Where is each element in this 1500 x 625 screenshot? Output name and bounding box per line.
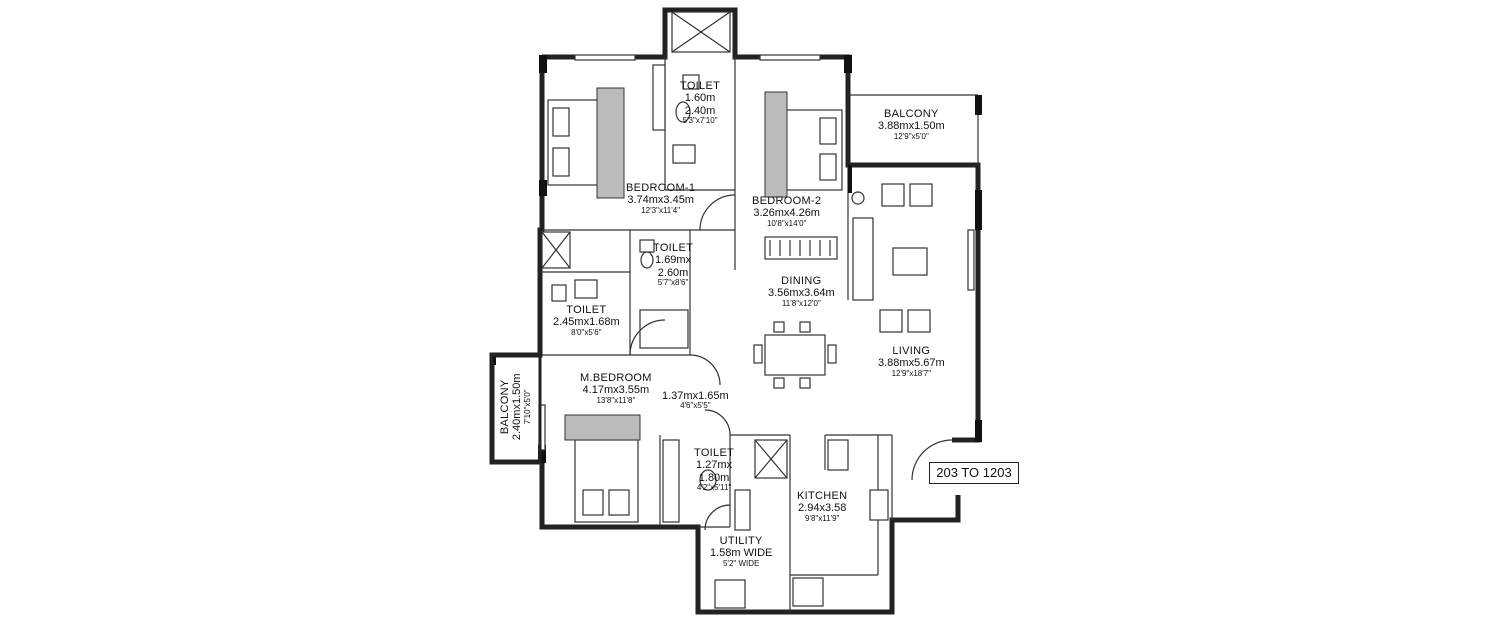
toilet-bottom-label: TOILET 1.27mx 1.80m 4'2"x5'11"	[694, 447, 734, 493]
toilet-mid-label: TOILET 1.69mx 2.60m 5'7"x8'6"	[653, 242, 693, 288]
passage-size: 1.37mx1.65m	[662, 390, 729, 402]
toilet-left-label: TOILET 2.45mx1.68m 8'0"x5'6"	[553, 304, 620, 338]
bedroom1-feet: 12'3"x11'4"	[641, 205, 681, 215]
utility-size: 1.58m WIDE	[710, 547, 773, 560]
balcony-left-feet: 7'10"x5'0"	[522, 389, 532, 425]
dining-table	[753, 321, 837, 389]
bedroom2-label: BEDROOM-2 3.26mx4.26m 10'8"x14'0"	[752, 195, 821, 229]
bedroom1-size: 3.74mx3.45m	[627, 194, 694, 207]
toilet-top-size-b: 2.40m	[684, 104, 716, 117]
balcony-left-label: BALCONY 2.40mx1.50m 7'10"x5'0"	[499, 357, 533, 457]
bedroom1-bed	[547, 87, 625, 199]
dining-name: DINING	[781, 275, 822, 287]
master-bedroom-name: M.BEDROOM	[580, 372, 652, 384]
balcony-top-feet: 12'9"x5'0"	[893, 131, 929, 141]
balcony-top-label: BALCONY 3.88mx1.50m 12'9"x5'0"	[878, 108, 945, 142]
toilet-left-feet: 8'0"x5'6"	[571, 327, 602, 337]
kitchen-name: KITCHEN	[797, 490, 848, 502]
dining-size: 3.56mx3.64m	[768, 287, 835, 300]
unit-number-tag: 203 TO 1203	[929, 462, 1019, 484]
toilet-top-name: TOILET	[680, 80, 721, 92]
utility-feet: 5'2" WIDE	[722, 558, 760, 568]
dining-feet: 11'8"x12'0"	[781, 298, 821, 308]
balcony-left-name: BALCONY	[499, 379, 512, 435]
kitchen-counter	[792, 439, 889, 607]
bedroom1-label: BEDROOM-1 3.74mx3.45m 12'3"x11'4"	[626, 182, 695, 216]
master-bedroom-size: 4.17mx3.55m	[582, 384, 650, 397]
kitchen-label: KITCHEN 2.94x3.58 9'8"x11'9"	[797, 490, 847, 524]
master-bedroom-feet: 13'8"x11'8"	[596, 395, 636, 405]
master-bedroom-label: M.BEDROOM 4.17mx3.55m 13'8"x11'8"	[580, 372, 652, 406]
passage-feet: 4'6"x5'5"	[680, 401, 711, 411]
utility-label: UTILITY 1.58m WIDE 5'2" WIDE	[710, 535, 772, 569]
toilet-bottom-size-a: 1.27mx	[696, 459, 733, 472]
toilet-mid-feet: 5'7"x8'6"	[657, 277, 689, 287]
interior-walls	[540, 57, 893, 612]
passage-label: 1.37mx1.65m 4'6"x5'5"	[662, 390, 729, 411]
toilet-left-size: 2.45mx1.68m	[553, 316, 620, 329]
balcony-top-name: BALCONY	[883, 108, 939, 120]
toilet-top-fixtures	[652, 64, 700, 164]
doors	[629, 194, 953, 531]
toilet-bottom-feet: 4'2"x5'11"	[696, 482, 732, 492]
balcony-top-size: 3.88mx1.50m	[878, 120, 945, 133]
kitchen-feet: 9'8"x11'9"	[805, 513, 840, 523]
living-size: 3.88mx5.67m	[878, 357, 945, 370]
toilet-top-label: TOILET 1.60m 2.40m 5'3"x7'10"	[680, 80, 720, 126]
dining-label: DINING 3.56mx3.64m 11'8"x12'0"	[768, 275, 835, 309]
bedroom1-name: BEDROOM-1	[626, 182, 696, 194]
kitchen-size: 2.94x3.58	[798, 502, 847, 515]
bedroom2-name: BEDROOM-2	[752, 195, 822, 207]
toilet-mid-size-a: 1.69mx	[655, 254, 692, 267]
balcony-left-outline	[490, 353, 542, 464]
windows	[538, 11, 975, 451]
toilet-mid-size-b: 2.60m	[657, 266, 689, 279]
master-bed	[564, 414, 680, 523]
toilet-bottom-name: TOILET	[694, 447, 735, 459]
toilet-top-size-a: 1.60m	[684, 92, 716, 105]
toilet-bottom-size-b: 1.80m	[698, 471, 730, 484]
utility-name: UTILITY	[719, 535, 763, 547]
bedroom2-size: 3.26mx4.26m	[753, 207, 820, 220]
living-furniture	[851, 183, 933, 333]
bedroom2-feet: 10'8"x14'0"	[766, 218, 807, 228]
toilet-bottom-fixtures	[699, 439, 788, 609]
living-label: LIVING 3.88mx5.67m 12'9"x18'7"	[878, 345, 945, 379]
balcony-left-size: 2.40mx1.50m	[511, 373, 524, 441]
toilet-mid-name: TOILET	[653, 242, 694, 254]
toilet-mid-fixtures	[541, 231, 689, 349]
living-feet: 12'9"x18'7"	[891, 368, 932, 378]
bedroom2-bed	[764, 91, 843, 260]
living-name: LIVING	[892, 345, 931, 357]
toilet-left-name: TOILET	[566, 304, 607, 316]
toilet-top-feet: 5'3"x7'10"	[682, 115, 718, 125]
